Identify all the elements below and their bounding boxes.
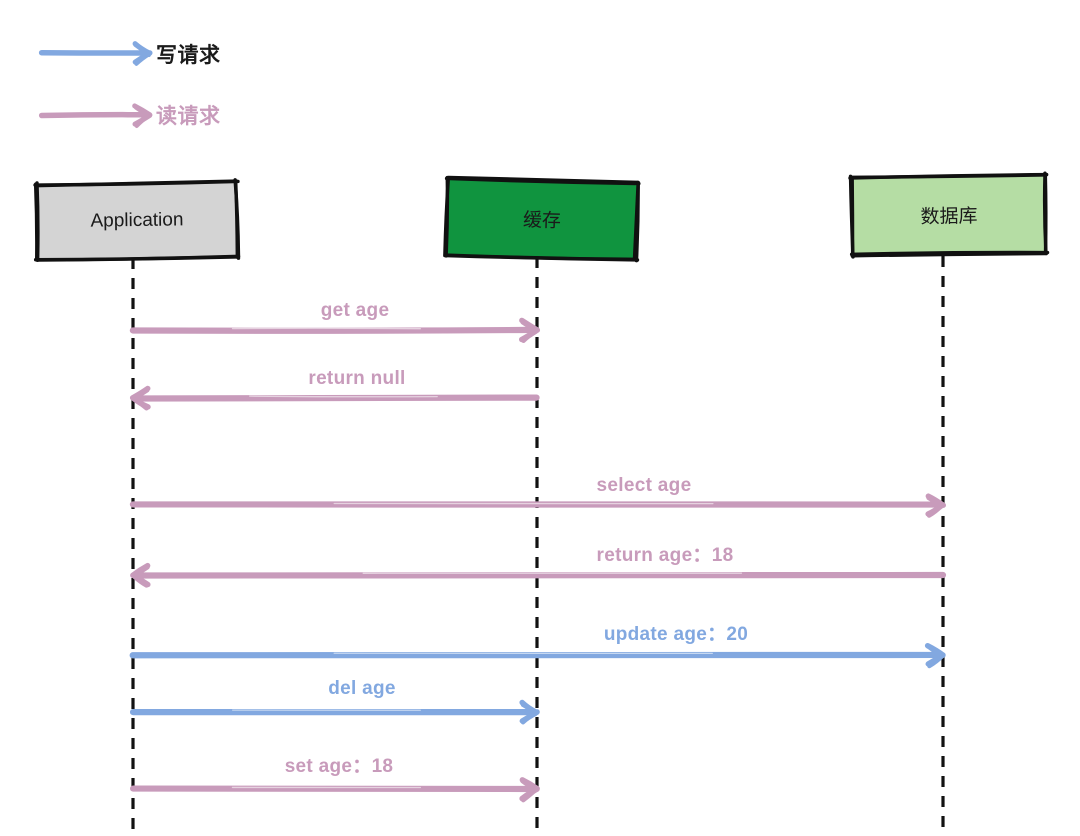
lifelines-group — [131, 256, 945, 830]
messages-group — [129, 317, 947, 803]
message-arrow-m1[interactable] — [129, 317, 541, 343]
message-label-m5: update age：20 — [603, 624, 749, 645]
participant-box-db[interactable] — [848, 171, 1050, 259]
message-arrow-m7[interactable] — [130, 777, 540, 803]
legend-read-label: 读请求 — [156, 105, 221, 128]
message-arrow-m5[interactable] — [129, 642, 946, 669]
message-label-m4: return age：18 — [596, 545, 734, 566]
message-label-m7: set age：18 — [284, 756, 394, 777]
message-arrow-m3[interactable] — [129, 493, 947, 518]
participant-box-cache[interactable] — [443, 175, 641, 263]
participant-boxes-group — [33, 171, 1050, 263]
legend-write-label: 写请求 — [156, 44, 221, 67]
message-label-m6: del age — [328, 678, 396, 699]
message-arrow-m6[interactable] — [129, 699, 540, 725]
participant-box-app[interactable] — [33, 178, 241, 262]
message-arrow-m4[interactable] — [130, 562, 947, 588]
message-arrow-m2[interactable] — [129, 385, 540, 411]
message-label-m2: return null — [308, 368, 406, 389]
message-label-m1: get age — [320, 300, 390, 321]
participant-label-db: 数据库 — [920, 206, 978, 228]
legend-arrow-read — [38, 103, 153, 128]
legend-arrow-write — [38, 41, 153, 66]
message-label-m3: select age — [596, 475, 692, 496]
legend-group — [38, 41, 153, 128]
participant-label-app: Application — [90, 208, 184, 232]
participant-label-cache: 缓存 — [522, 210, 562, 232]
